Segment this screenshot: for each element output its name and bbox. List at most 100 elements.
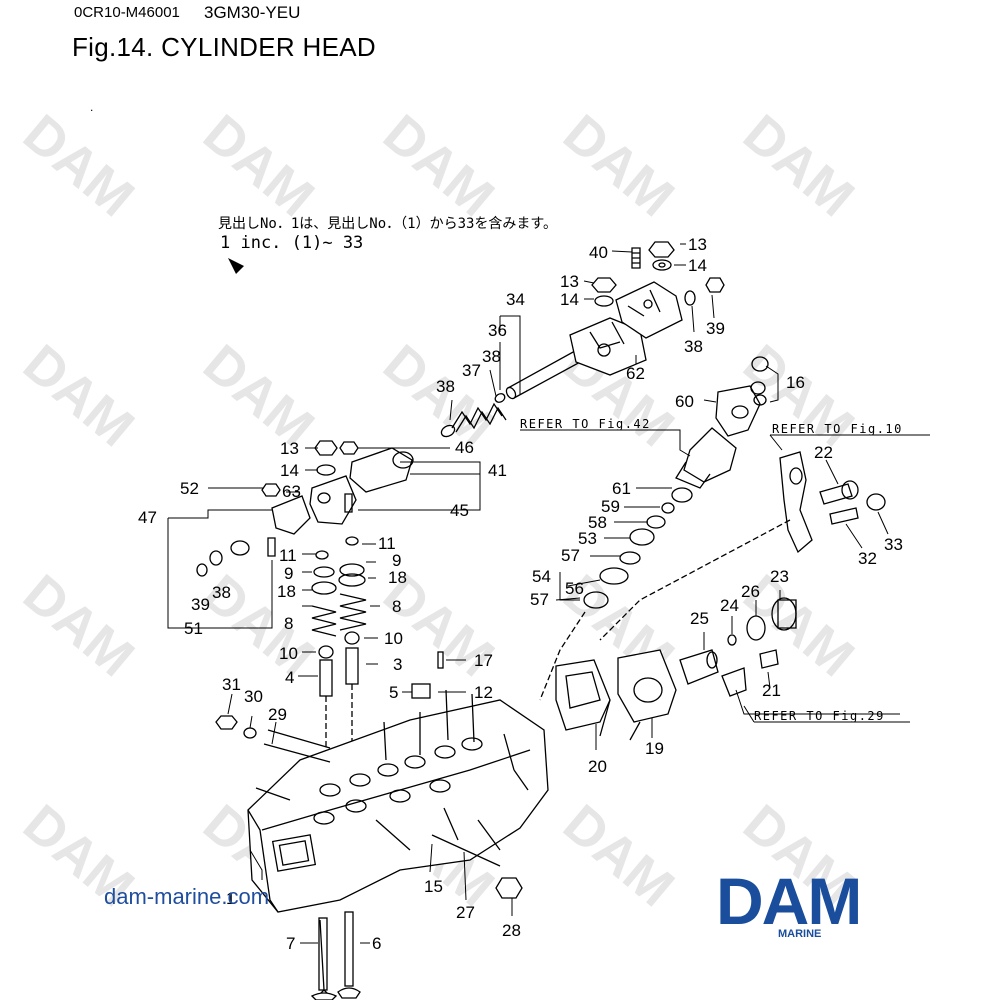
refer-fig10-label: REFER TO Fig.10 <box>772 422 903 436</box>
part-label: 28 <box>502 921 521 940</box>
drawing-code: 0CR10-M46001 <box>74 4 180 21</box>
rocker-arm-left-assembly <box>196 440 414 577</box>
part-label: 20 <box>588 757 607 776</box>
part-label: 27 <box>456 903 475 922</box>
part-label: 57 <box>561 546 580 565</box>
part-label: 56 <box>565 579 584 598</box>
watermark-text: DAM <box>192 563 325 688</box>
cylinder-head-body <box>247 683 549 913</box>
part-label: 1 <box>226 889 235 908</box>
part-label: 52 <box>180 479 199 498</box>
part-label: 33 <box>884 535 903 554</box>
injector-assembly <box>539 356 769 701</box>
part-label: 45 <box>450 501 469 520</box>
watermark-text: DAM <box>12 333 145 458</box>
part-label: 18 <box>277 582 296 601</box>
refer-fig29-label: REFER TO Fig.29 <box>754 709 885 723</box>
part-label: 22 <box>814 443 833 462</box>
part-label: 62 <box>626 364 645 383</box>
refer-fig42-label: REFER TO Fig.42 <box>520 417 651 431</box>
part-label: 21 <box>762 681 781 700</box>
part-label: 39 <box>191 595 210 614</box>
rocker-shaft-assembly <box>440 241 725 438</box>
part-label: 38 <box>436 377 455 396</box>
logo-wordmark: DAM <box>716 864 862 938</box>
part-label: 40 <box>589 243 608 262</box>
watermark-text: DAM <box>12 563 145 688</box>
logo-subtitle: MARINE <box>778 928 822 940</box>
part-label: 6 <box>372 934 381 953</box>
watermark-text: DAM <box>192 103 325 228</box>
part-label: 41 <box>488 461 507 480</box>
part-label: 26 <box>741 582 760 601</box>
dam-marine-logo: DAM MARINE <box>716 868 896 948</box>
part-label: 38 <box>212 583 231 602</box>
part-label: 54 <box>532 567 551 586</box>
part-label: 14 <box>280 461 299 480</box>
stray-dot: . <box>90 100 94 114</box>
part-label: 53 <box>578 529 597 548</box>
part-label: 30 <box>244 687 263 706</box>
part-label: 14 <box>560 290 579 309</box>
part-label: 11 <box>279 546 297 565</box>
part-label: 15 <box>424 877 443 896</box>
part-label: 14 <box>688 256 707 275</box>
part-label: 16 <box>786 373 805 392</box>
part-label: 10 <box>384 629 403 648</box>
part-label: 4 <box>285 668 294 687</box>
part-label: 60 <box>675 392 694 411</box>
note-arrow-icon <box>228 258 244 274</box>
part-label: 61 <box>612 479 631 498</box>
part-label: 18 <box>388 568 407 587</box>
part-label: 32 <box>858 549 877 568</box>
website-link[interactable]: dam-marine.com <box>104 884 270 909</box>
part-label: 58 <box>588 513 607 532</box>
watermark-text: DAM <box>552 103 685 228</box>
part-label: 13 <box>688 235 707 254</box>
part-label: 8 <box>284 614 293 633</box>
part-label: 3 <box>393 655 402 674</box>
part-label: 47 <box>138 508 157 527</box>
part-label: 23 <box>770 567 789 586</box>
part-label: 51 <box>184 619 203 638</box>
part-label: 57 <box>530 590 549 609</box>
part-label: 37 <box>462 361 481 380</box>
part-label: 13 <box>560 272 579 291</box>
watermark-text: DAM <box>372 103 505 228</box>
part-label: 25 <box>690 609 709 628</box>
part-label: 9 <box>284 564 293 583</box>
part-label: 5 <box>389 683 398 702</box>
part-label: 36 <box>488 321 507 340</box>
part-label: 11 <box>378 534 396 553</box>
part-label: 59 <box>601 497 620 516</box>
part-label: 10 <box>279 644 298 663</box>
watermark-text: DAM <box>552 793 685 918</box>
part-label: 34 <box>506 290 525 309</box>
note-en: 1 inc. (1)~ 33 <box>220 233 363 253</box>
watermark-text: DAM <box>192 333 325 458</box>
part-label: 24 <box>720 596 739 615</box>
figure-title: Fig.14. CYLINDER HEAD <box>72 32 376 62</box>
leader-lines <box>167 243 930 944</box>
watermark-text: DAM <box>732 103 865 228</box>
thermostat-housing <box>555 597 797 741</box>
part-label: 7 <box>286 934 295 953</box>
part-label: 31 <box>222 675 241 694</box>
watermark-text: DAM <box>12 103 145 228</box>
part-label: 17 <box>474 651 493 670</box>
part-label: 12 <box>474 683 493 702</box>
engine-model: 3GM30-YEU <box>204 3 301 22</box>
note-jp: 見出しNo．1は、見出しNo．（1）から33を含みます。 <box>218 216 557 232</box>
part-label: 8 <box>392 597 401 616</box>
lifting-bracket <box>599 451 886 641</box>
part-label: 19 <box>645 739 664 758</box>
part-label: 13 <box>280 439 299 458</box>
part-label: 38 <box>482 347 501 366</box>
part-label: 9 <box>392 551 401 570</box>
part-number-labels: 13 40 14 13 14 39 34 36 38 37 38 38 62 1… <box>138 235 903 953</box>
part-label: 46 <box>455 438 474 457</box>
part-label: 63 <box>282 482 301 501</box>
part-label: 38 <box>684 337 703 356</box>
part-label: 39 <box>706 319 725 338</box>
